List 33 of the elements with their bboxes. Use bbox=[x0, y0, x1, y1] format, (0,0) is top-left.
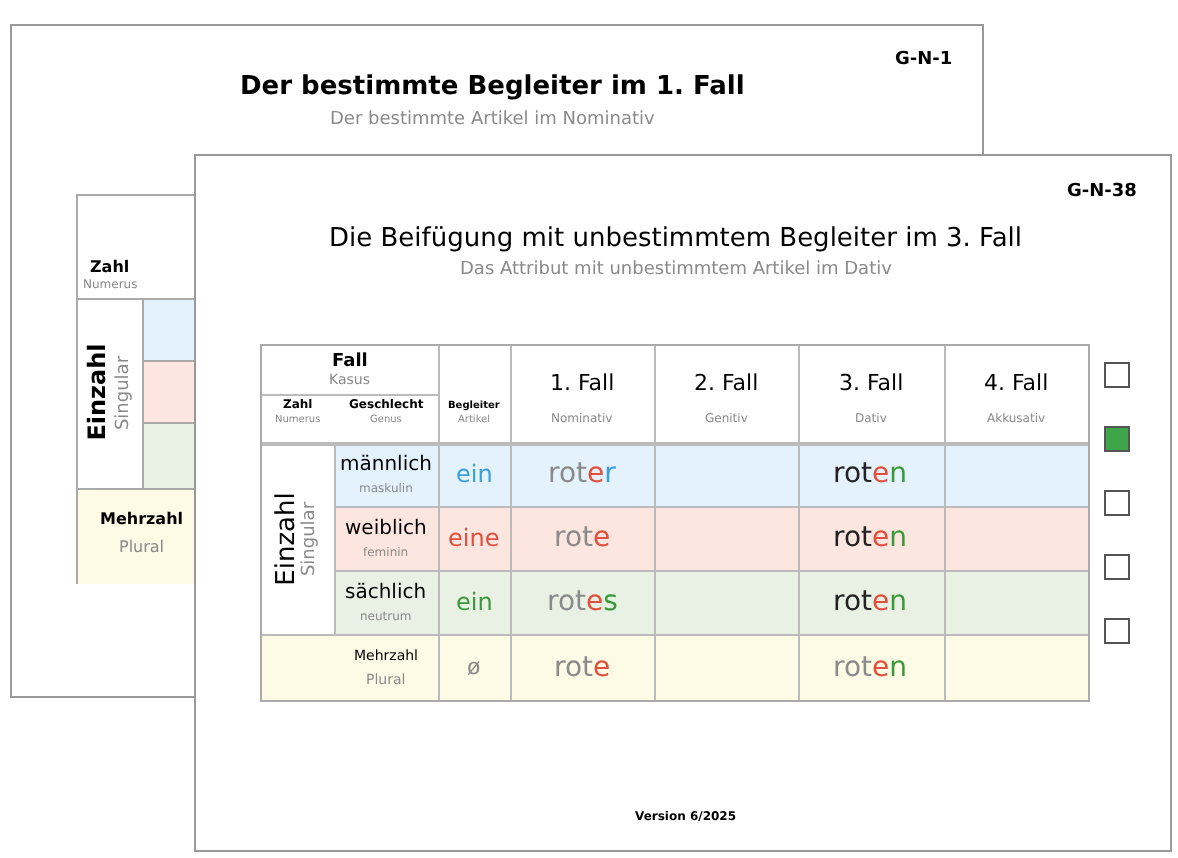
header-text: 2. Fall bbox=[694, 371, 759, 393]
header-text: 3. Fall bbox=[839, 371, 904, 393]
adjective-form: rotes bbox=[547, 588, 618, 616]
row-heading: Mehrzahl bbox=[100, 512, 184, 528]
adjective-form: roten bbox=[833, 653, 908, 681]
adjective-form: roten bbox=[833, 460, 908, 488]
article-text: eine bbox=[448, 526, 500, 550]
row-subheading: Singular bbox=[301, 500, 320, 576]
header-text: 1. Fall bbox=[550, 371, 615, 393]
card-subtitle: Der bestimmte Artikel im Nominativ bbox=[330, 111, 655, 129]
card-code: G-N-38 bbox=[1067, 183, 1137, 201]
card-title: Die Beifügung mit unbestimmtem Begleiter im 3. Fall bbox=[329, 225, 1023, 251]
header-text: Zahl bbox=[90, 260, 130, 276]
header-text: Fall bbox=[332, 353, 368, 371]
adjective-form: roten bbox=[833, 588, 908, 616]
adjective-form: rote bbox=[554, 524, 611, 552]
header-text: 4. Fall bbox=[984, 371, 1049, 393]
adjective-form: rote bbox=[554, 653, 611, 681]
card-subtitle: Das Attribut mit unbestimmtem Artikel im Dativ bbox=[460, 261, 892, 279]
row-heading: Einzahl bbox=[272, 491, 299, 585]
row-subheading: Singular bbox=[115, 354, 134, 430]
row-subheading: Plural bbox=[119, 540, 165, 556]
adjective-form: roten bbox=[833, 524, 908, 552]
row-heading: männlich bbox=[340, 456, 432, 476]
card-title: Der bestimmte Begleiter im 1. Fall bbox=[240, 73, 745, 99]
adjective-form: roter bbox=[548, 460, 616, 488]
article-text: ein bbox=[456, 590, 493, 614]
row-heading: Einzahl bbox=[83, 343, 108, 441]
article-text: ein bbox=[456, 462, 493, 486]
article-text: ø bbox=[467, 656, 481, 678]
row-heading: sächlich bbox=[345, 584, 427, 604]
row-heading: weiblich bbox=[345, 520, 427, 540]
card-code: G-N-1 bbox=[895, 51, 953, 69]
